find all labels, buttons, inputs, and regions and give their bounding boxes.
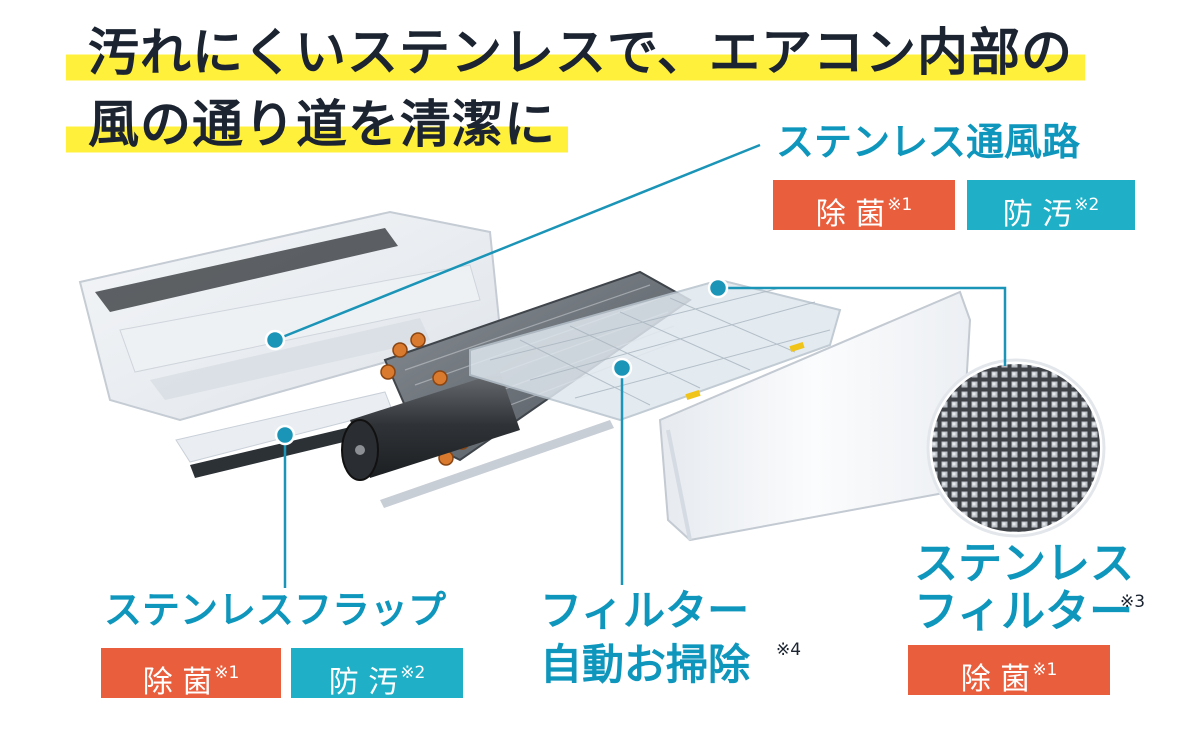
dot-filter-cleaning — [611, 357, 633, 379]
stainless-filter-badge-sterilize-note: ※1 — [1032, 660, 1058, 680]
passage-badge-sterilize: 除 菌※1 — [773, 180, 955, 232]
dot-passage — [264, 329, 286, 351]
indoor-unit-body — [78, 210, 502, 478]
leader-passage — [274, 143, 761, 342]
callout-leaders — [274, 143, 1007, 588]
flap-title: ステンレスフラップ — [104, 588, 447, 632]
stainless-filter-badge-sterilize-label: 除 菌 — [960, 662, 1031, 697]
headline-line-2: 風の通り道を清潔に — [66, 96, 569, 155]
flap-badge-sterilize-label: 除 菌 — [142, 665, 213, 700]
air-filter — [469, 278, 842, 422]
stainless-filter-badge-sterilize: 除 菌※1 — [908, 645, 1110, 697]
filter-cleaning-line-2: 自動お掃除 — [540, 640, 751, 689]
headline-text-1: 汚れにくいステンレスで、エアコン内部の — [66, 24, 1085, 83]
dot-flap — [274, 424, 296, 446]
passage-badge-antifouling-note: ※2 — [1074, 195, 1100, 215]
passage-title: ステンレス通風路 — [776, 120, 1081, 164]
passage-badge-sterilize-label: 除 菌 — [815, 197, 886, 232]
stainless-filter-note: ※3 — [1120, 592, 1146, 612]
cross-flow-fan — [341, 372, 520, 481]
stainless-filter-line-1: ステンレス — [914, 538, 1134, 589]
filter-mesh-magnifier — [926, 358, 1106, 538]
stainless-filter-line-2: フィルター — [914, 586, 1134, 637]
passage-badge-antifouling: 防 汚※2 — [967, 180, 1135, 232]
headline-text-2: 風の通り道を清潔に — [66, 96, 569, 155]
headline-line-1: 汚れにくいステンレスで、エアコン内部の — [66, 24, 1085, 83]
flap-badge-antifouling-note: ※2 — [400, 663, 426, 683]
leader-stainless-filter — [718, 286, 1007, 366]
flap-badge-antifouling-label: 防 汚 — [328, 665, 399, 700]
callout-dots — [264, 277, 729, 446]
filter-cleaning-line-1: フィルター — [540, 586, 750, 635]
flap-badge-sterilize: 除 菌※1 — [101, 648, 281, 700]
dot-stainless-filter — [707, 277, 729, 299]
filter-rod — [380, 420, 614, 508]
flap-badge-sterilize-note: ※1 — [214, 663, 240, 683]
flap-badge-antifouling: 防 汚※2 — [291, 648, 463, 700]
passage-badge-antifouling-label: 防 汚 — [1002, 197, 1073, 232]
passage-badge-sterilize-note: ※1 — [887, 195, 913, 215]
filter-cleaning-note: ※4 — [776, 640, 802, 660]
